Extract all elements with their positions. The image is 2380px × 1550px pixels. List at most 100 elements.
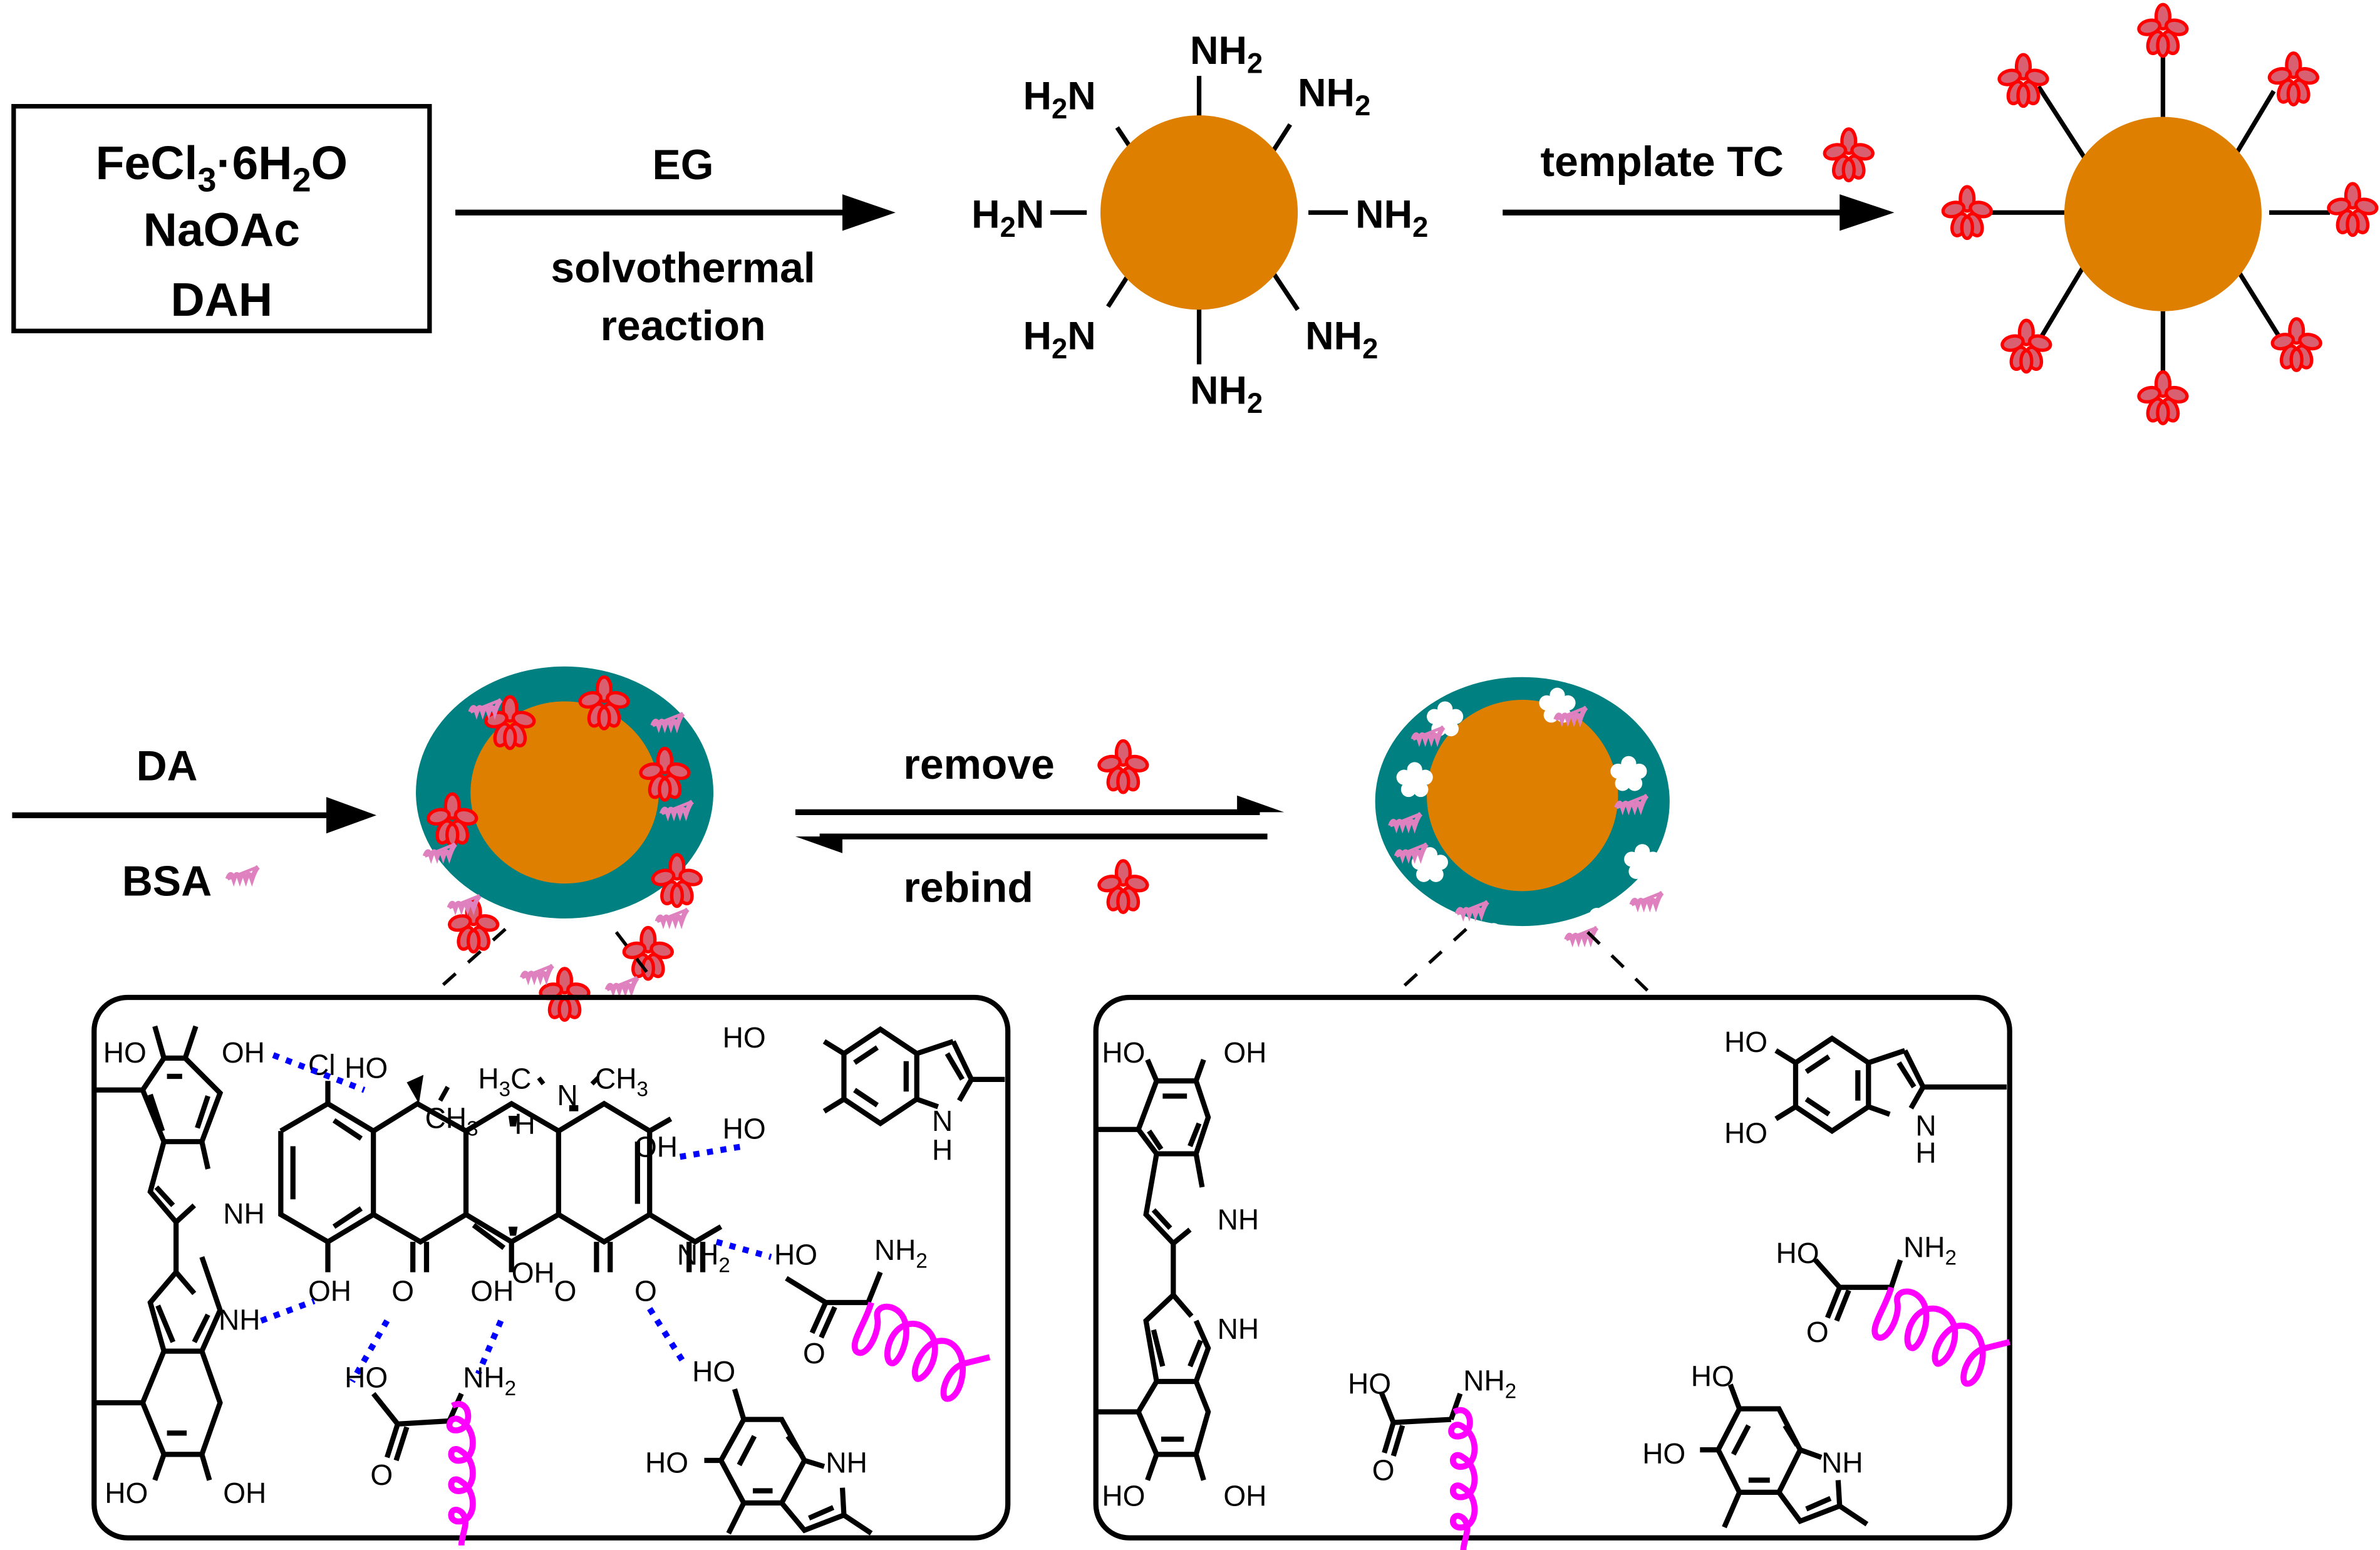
atom-label: HO: [1691, 1360, 1734, 1392]
step1-condition-2: reaction: [601, 303, 766, 350]
reagent-dah: DAH: [170, 273, 272, 326]
atom-label: OH: [222, 1036, 265, 1069]
reagents-box: FeCl3·6H2O NaOAc DAH: [11, 103, 432, 333]
bsa-protein-icon: [228, 867, 258, 879]
bsa-protein-icon: [657, 909, 687, 921]
step3-protein: BSA: [122, 858, 212, 905]
atom-label: O: [391, 1275, 414, 1308]
atom-label: O: [634, 1275, 657, 1308]
atom-label: HO: [105, 1477, 148, 1509]
atom-label: HO: [103, 1036, 147, 1069]
atom-label: NH: [1821, 1446, 1863, 1479]
atom-label: HO: [645, 1446, 688, 1479]
atom-label: HO: [1348, 1367, 1391, 1400]
atom-label: HO: [1102, 1480, 1145, 1512]
atom-label: HO: [692, 1355, 735, 1388]
atom-label: OH: [512, 1257, 555, 1289]
atom-label: N: [557, 1079, 577, 1111]
amine-label-bottom-right: NH2: [1305, 314, 1378, 365]
atom-label: O: [1806, 1316, 1829, 1348]
atom-label: HO: [344, 1361, 388, 1394]
atom-label: NH: [1218, 1313, 1260, 1345]
atom-label: N: [932, 1105, 953, 1137]
amine-label-top-right: NH2: [1298, 71, 1370, 122]
tc-molecule-icon: [623, 928, 674, 979]
bsa-protein-icon: [449, 896, 479, 908]
tc-molecule-icon: [1823, 129, 1875, 180]
hydrogen-bond: [260, 1052, 772, 1383]
magnetic-core: [1100, 115, 1298, 310]
atom-label: HO: [1102, 1036, 1145, 1069]
step3-monomer: DA: [137, 742, 198, 789]
step2-arrow: template TC: [1503, 129, 1895, 231]
atom-label: O: [370, 1459, 393, 1491]
equilibrium-arrows: remove rebind: [795, 741, 1285, 912]
template-particle: [1942, 4, 2379, 424]
tc-molecule-icon: [2137, 372, 2188, 424]
amine-label-top: NH2: [1190, 29, 1263, 80]
atom-label: OH: [308, 1275, 351, 1308]
atom-label: H: [1915, 1136, 1936, 1169]
tc-molecule-icon: [2271, 319, 2322, 370]
tc-molecule-icon: [1942, 187, 1993, 238]
atom-label: NH2: [1463, 1365, 1516, 1403]
bsa-helix-icon: [1875, 1287, 2010, 1384]
atom-label: OH: [1223, 1036, 1266, 1069]
step1-condition-1: solvothermal: [551, 245, 815, 292]
tc-molecule-icon: [2327, 184, 2378, 235]
tc-molecule-icon: [2268, 53, 2319, 105]
atom-label: H: [515, 1108, 536, 1140]
imprinted-particle-loaded: [416, 666, 714, 1021]
left-panel-complex: HO OH NH NH HO OH: [91, 994, 1011, 1546]
atom-label: OH: [223, 1477, 266, 1509]
atom-label: HO: [1724, 1117, 1767, 1150]
reagent-naoac: NaOAc: [143, 204, 300, 256]
atom-label: HO: [1776, 1237, 1819, 1269]
atom-label: HO: [723, 1112, 766, 1145]
bsa-protein-icon: [522, 965, 552, 977]
atom-label: CH3: [425, 1101, 479, 1140]
atom-label: H3C: [478, 1062, 531, 1101]
step2-label: template TC: [1541, 138, 1784, 185]
atom-label: OH: [470, 1275, 514, 1308]
bsa-protein-icon: [607, 977, 637, 989]
amine-particle: NH2 NH2 NH2 NH2 NH2 H2N H2N H2N: [971, 29, 1428, 419]
atom-label: NH2: [874, 1234, 928, 1272]
atom-label: O: [803, 1337, 825, 1370]
magnetic-core: [1427, 700, 1618, 892]
imprinted-cavity: [1475, 923, 1512, 958]
step1-solvent: EG: [653, 142, 714, 189]
atom-label: NH: [1218, 1204, 1260, 1236]
atom-label: HO: [344, 1051, 388, 1084]
rebind-label: rebind: [904, 864, 1033, 911]
amine-label-right: NH2: [1355, 192, 1428, 243]
atom-label: HO: [1724, 1026, 1767, 1058]
tc-molecule-icon: [1097, 741, 1149, 792]
atom-label: OH: [1223, 1480, 1266, 1512]
magnetic-core: [2064, 117, 2262, 311]
atom-label: NH: [219, 1304, 261, 1336]
atom-label: CH3: [595, 1062, 648, 1101]
atom-label: NH2: [1903, 1230, 1957, 1269]
amine-label-top-left: H2N: [1023, 74, 1096, 125]
atom-label: O: [1372, 1454, 1395, 1487]
bsa-protein-icon: [1632, 893, 1662, 905]
amine-label-bottom-left: H2N: [1023, 314, 1096, 365]
atom-label: O: [554, 1275, 577, 1308]
atom-label: OH: [634, 1130, 678, 1163]
right-panel-cavity: HO OH NH NH HO OH HO HO N H: [1093, 994, 2010, 1550]
bsa-helix-icon: [450, 1404, 473, 1546]
bsa-helix-icon: [1451, 1410, 1474, 1550]
atom-label: HO: [774, 1238, 817, 1271]
imprinted-particle-empty: [1375, 677, 1670, 994]
reagent-fecl3: FeCl3·6H2O: [96, 137, 348, 199]
atom-label: HO: [1642, 1437, 1685, 1470]
atom-label: H: [932, 1133, 953, 1166]
bsa-helix-icon: [855, 1303, 990, 1399]
tc-molecule-icon: [2137, 4, 2188, 56]
amine-label-left: H2N: [971, 192, 1044, 243]
atom-label: NH: [825, 1446, 867, 1479]
atom-label: NH2: [677, 1238, 730, 1277]
atom-label: HO: [723, 1021, 766, 1054]
